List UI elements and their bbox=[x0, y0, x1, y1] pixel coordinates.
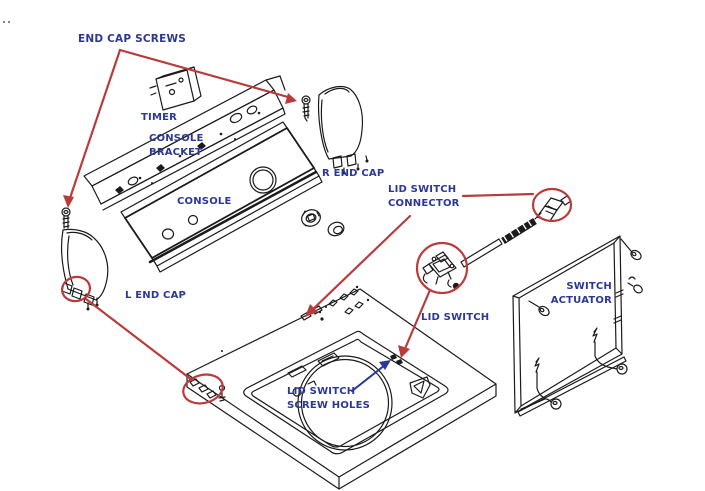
red-callout-l-end-cap-to-corner bbox=[60, 275, 224, 405]
lid-switch-cable-drawing bbox=[460, 212, 542, 268]
label-r-end-cap: R END CAP bbox=[322, 168, 385, 179]
label-end-cap-screws: END CAP SCREWS bbox=[78, 33, 186, 45]
label-console-bracket: CONSOLE BRACKET bbox=[149, 133, 204, 158]
red-callout-lid-switch bbox=[398, 241, 469, 358]
lid-switch-drawing bbox=[422, 251, 460, 290]
r-end-cap-drawing bbox=[317, 85, 369, 175]
stray-marks bbox=[2, 20, 11, 24]
l-end-cap-screw bbox=[61, 207, 71, 229]
label-lid-switch: LID SWITCH bbox=[421, 312, 490, 323]
console-knobs-drawing bbox=[301, 209, 345, 237]
label-l-end-cap: L END CAP bbox=[125, 290, 187, 301]
red-callout-connector bbox=[305, 187, 573, 317]
blue-callout-screw-holes bbox=[351, 360, 391, 392]
label-timer: TIMER bbox=[141, 112, 178, 123]
label-lid-switch-screw-holes: LID SWITCH SCREW HOLES bbox=[287, 386, 371, 411]
lid-switch-connector-drawing bbox=[536, 195, 572, 222]
console-bracket-drawing bbox=[83, 75, 286, 211]
label-console: CONSOLE bbox=[177, 196, 232, 207]
label-lid-switch-connector: LID SWITCH CONNECTOR bbox=[388, 184, 460, 209]
console-drawing bbox=[120, 121, 323, 273]
timer-drawing bbox=[149, 66, 202, 111]
top-panel-drawing bbox=[186, 285, 497, 490]
red-callout-end-cap-screws bbox=[63, 48, 297, 208]
r-end-cap-screw bbox=[301, 95, 311, 122]
label-switch-actuator: SWITCH ACTUATOR bbox=[550, 281, 612, 306]
lid-frame-drawing bbox=[512, 235, 643, 417]
